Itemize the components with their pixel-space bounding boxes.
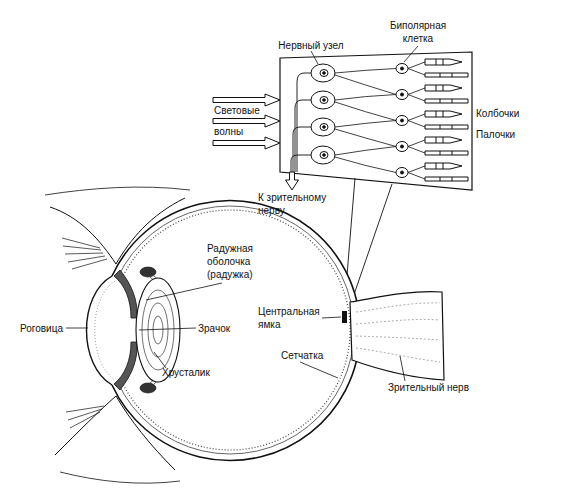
cone-cell [425,137,462,143]
bipolar-cell [396,116,408,126]
leader-line [66,328,88,329]
leader-line [300,362,338,378]
part-label: Зрачок [198,322,230,335]
iris-upper [114,270,137,318]
iris-lower [114,342,137,390]
cell-nucleus [320,97,328,104]
leader-line [404,46,418,62]
ciliary-body [140,267,156,277]
nucleolus [323,126,326,129]
lens-layer [153,316,163,344]
cone-cell [425,163,462,169]
cell-nucleus [401,145,404,148]
optic-nerve [350,292,444,380]
cone-cell [425,85,462,91]
eyeball [87,201,361,461]
light-arrow [213,115,280,127]
nucleolus [323,72,326,75]
nucleolus [323,154,326,157]
part-label: Нервный узел [271,39,351,52]
dendrites [335,69,396,173]
leader-lines [66,46,418,381]
synapse-lines [408,62,425,179]
ganglion-cell [311,91,335,109]
cell-nucleus [401,93,404,96]
light-arrow [213,137,280,149]
part-label: Зрительный нерв [388,381,469,394]
leader-line [400,356,405,381]
rod-cell [425,125,468,129]
rods [425,73,468,181]
cornea-inner [95,281,115,380]
ganglion-cell [311,146,335,164]
part-label: Хрусталик [162,366,210,379]
lid-fold [45,187,190,195]
leader-line [322,317,341,318]
nerve-sheath [350,292,444,380]
leader-line [311,51,318,64]
rod-cell [425,177,468,181]
bipolar-cell [396,168,408,178]
part-label: Сетчатка [281,349,323,362]
cornea [87,276,113,385]
leader-line [139,328,196,330]
cell-nucleus [401,67,404,70]
bipolar-cell [396,142,408,152]
sclera [112,201,360,461]
bipolar-cell [396,90,408,100]
part-label: Биполярная клетка [386,19,450,45]
eyelashes [66,406,104,428]
cone-cell [425,59,462,65]
axon-fibers [291,73,311,172]
leader-line [154,352,166,368]
part-label: Световые волны [214,100,264,142]
nerve-fibers [356,303,440,362]
part-label: Радужная оболочка (радужка) [207,242,263,281]
rod-cell [425,151,468,155]
retina-inset [280,52,472,190]
part-label: Колбочки [476,107,519,120]
cone-cell [425,111,462,117]
light-arrows [213,94,280,149]
lid-fold [60,472,180,483]
retina-layer [122,210,350,450]
bipolar-cells [396,64,408,178]
part-label: Центральная ямка [258,305,324,331]
nucleolus [323,99,326,102]
part-label: Роговица [20,322,63,335]
ganglion-cells [311,64,335,164]
ganglion-cell [311,64,335,82]
lens-layer [148,303,168,357]
cell-nucleus [320,70,328,77]
eyelids [45,187,190,483]
lower-eyelid [55,396,175,470]
rod-cell [425,73,468,77]
bipolar-cell [396,64,408,74]
nerve-arrow [286,172,299,190]
rod-cell [425,99,468,103]
ciliary-body [140,383,156,393]
fovea-mark [342,311,347,323]
light-arrow [213,94,280,106]
eyelashes [62,238,107,269]
cell-nucleus [320,152,328,159]
part-label: К зрительному нерву [258,191,333,217]
leader-line [146,283,222,300]
part-label: Палочки [476,128,515,141]
cell-nucleus [401,119,404,122]
cell-nucleus [320,124,328,131]
inset-frame [280,52,472,190]
choroid [118,206,354,454]
ganglion-cell [311,118,335,136]
cell-nucleus [401,171,404,174]
